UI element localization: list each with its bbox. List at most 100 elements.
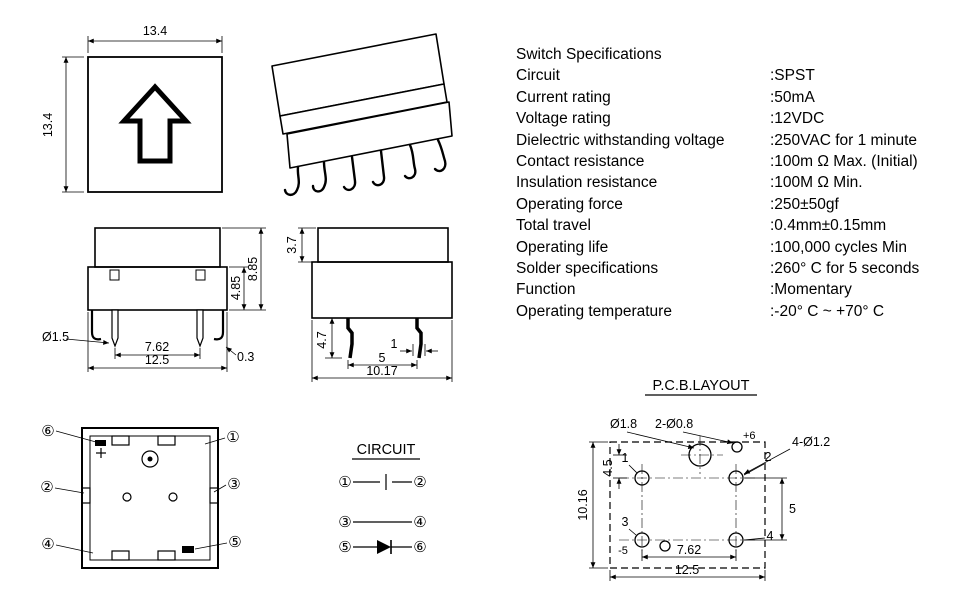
pcb-center-hole [688,443,712,467]
spec-value: :100,000 cycles Min [770,238,907,256]
side-body [311,261,453,319]
top-view [62,36,223,193]
bottom-inner [89,435,211,561]
spec-value: :12VDC [770,110,825,128]
front-total-height: 8.85 [246,257,260,281]
spec-row: Circuit :SPST [516,65,976,86]
circuit-pin-2: ② [413,474,426,491]
pcb-outline [609,441,766,569]
circuit-pin-4: ④ [413,514,426,531]
spec-label: Solder specifications [516,260,659,278]
side-base-width: 10.17 [366,364,397,378]
spec-row: Operating force :250±50gf [516,194,976,215]
spec-row: Operating life :100,000 cycles Min [516,237,976,258]
front-base-width: 12.5 [145,353,169,367]
circuit-diagram [352,458,420,554]
side-pin-length: 4.7 [315,331,329,348]
side-pin-pitch: 5 [379,351,386,365]
front-leg-left [90,310,102,341]
pcb-hole-1 [634,470,650,486]
pcb-dim-width: 12.5 [675,563,699,577]
pcb-pad2-label: 2 [765,450,772,464]
bottom-outer [81,427,219,569]
circuit-pin-6: ⑥ [413,539,426,556]
pcb-terminal-holes-label: 4-Ø1.2 [792,435,830,449]
front-body-height: 4.85 [229,276,243,300]
specs-panel: Switch Specifications Circuit :SPST Curr… [516,44,976,322]
cap-outline [87,56,223,193]
bottom-view [54,427,228,569]
pcb-hole-4 [728,532,744,548]
pcb-pad4-label: 4 [767,529,774,543]
bottom-pin-2: ② [40,479,53,496]
spec-label: Total travel [516,217,591,235]
spec-value: :250±50gf [770,195,839,213]
pcb-led-hole-5 [659,540,671,552]
spec-label: Operating temperature [516,302,672,320]
spec-row: Function :Momentary [516,279,976,300]
pcb-center-hole-label: Ø1.8 [610,417,637,431]
pcb-pad3-label: 3 [622,515,629,529]
led-hole [141,450,159,468]
top-width-dim: 13.4 [143,24,167,38]
side-pin-right [415,318,423,359]
drawing-views: 13.4 13.4 [40,24,453,569]
front-body [87,266,228,311]
bottom-pin-3: ③ [227,476,240,493]
front-view-dimensions [65,227,266,372]
spec-label: Insulation resistance [516,174,658,192]
top-view-dimensions [62,36,223,193]
spec-value: :0.4mm±0.15mm [770,217,887,235]
diode-symbol [377,540,391,554]
pcb-title: P.C.B.LAYOUT [653,378,750,394]
pcb-hole-2 [728,470,744,486]
spec-label: Contact resistance [516,153,645,171]
spec-row: Current rating :50mA [516,87,976,108]
spec-label: Operating life [516,238,609,256]
polarity-mark [95,440,106,446]
spec-label: Voltage rating [516,110,611,128]
spec-row: Insulation resistance :100M Ω Min. [516,172,976,193]
specs-title: Switch Specifications [516,46,662,63]
side-cap-height: 3.7 [285,236,299,253]
spec-value: :250VAC for 1 minute [770,131,918,149]
pcb-pad-minus-label: -5 [618,545,628,557]
side-view-dimensions [298,227,453,382]
spec-value: :SPST [770,67,815,85]
bottom-pin-5: ⑤ [228,534,241,551]
front-cap [94,227,221,268]
pcb-dimensions [589,441,787,581]
pcb-hole-3 [634,532,650,548]
front-pin-diameter: Ø1.5 [42,330,69,344]
spec-label: Circuit [516,67,560,85]
spec-value: :-20° C ~ +70° C [770,302,885,320]
spec-row: Contact resistance :100m Ω Max. (Initial… [516,151,976,172]
spec-row: Total travel :0.4mm±0.15mm [516,215,976,236]
circuit-title: CIRCUIT [357,442,416,458]
spec-value: :260° C for 5 seconds [770,260,920,278]
bottom-pin-4: ④ [41,536,54,553]
spec-value: :50mA [770,88,815,106]
persp-pins [283,138,447,197]
terminal-mark [182,546,194,553]
front-leg-offset: 0.3 [237,350,254,364]
top-height-dim: 13.4 [41,113,55,137]
circuit-pin-3: ③ [338,514,351,531]
side-pin-width: 1 [391,337,398,351]
pcb-led-hole-6 [731,441,743,453]
front-view [65,227,266,372]
pcb-dim-row-pitch: 5 [789,502,796,516]
bottom-view-leaders [54,430,228,554]
circuit-pin-1: ① [338,474,351,491]
spec-value: :Momentary [770,281,852,299]
specs-rows: Circuit :SPST Current rating :50mA Volta… [516,65,976,322]
bottom-pin-1: ① [226,429,239,446]
pcb-led-holes-label: 2-Ø0.8 [655,417,693,431]
bottom-pin-6: ⑥ [41,423,54,440]
persp-body [286,101,453,169]
spec-value: :100M Ω Min. [770,174,863,192]
spec-label: Dielectric withstanding voltage [516,131,725,149]
pcb-drawing [589,394,791,581]
front-pin-pitch: 7.62 [145,340,169,354]
